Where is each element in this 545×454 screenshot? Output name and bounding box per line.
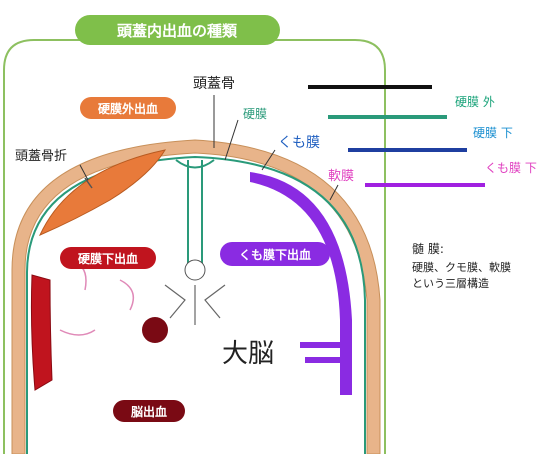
- legend-label-subarachnoid: くも膜 下: [485, 161, 537, 175]
- leader-fracture: [79, 164, 89, 181]
- ventricle: [184, 259, 206, 281]
- falx: [187, 160, 203, 265]
- note-line-2: 硬膜、クモ膜、軟膜: [412, 260, 511, 274]
- subarachnoid-band: [250, 172, 352, 395]
- epidural-label: 硬膜外出血: [98, 101, 158, 116]
- intracerebral-label: 脳出血: [131, 404, 167, 419]
- arachnoid-label: くも膜: [278, 135, 320, 151]
- pia-label: 軟膜: [328, 168, 354, 184]
- legend-label-subdural: 硬膜 下: [473, 126, 513, 140]
- dura-line: [26, 155, 366, 454]
- ventricle-lines: [164, 284, 226, 325]
- intracerebral-pill: [113, 400, 185, 422]
- skull-bone: [11, 139, 381, 454]
- intracerebral-hemorrhage: [142, 317, 168, 343]
- subdural-hematoma: [30, 274, 53, 391]
- epidural-hematoma: [38, 149, 167, 236]
- brain-label: 大脳: [222, 339, 274, 369]
- subarachnoid-sulcus: [300, 342, 340, 363]
- dura-label: 硬膜: [243, 107, 267, 121]
- legend-label-epidural: 硬膜 外: [455, 95, 495, 109]
- title-pill: [75, 15, 280, 45]
- subdural-pill: [60, 247, 156, 269]
- pia-sulci-left: [59, 259, 135, 336]
- fracture-label: 頭蓋骨折: [15, 149, 67, 164]
- subarachnoid-pill: [220, 242, 330, 266]
- note-line-1: 髄 膜:: [412, 241, 444, 256]
- leader-dura: [224, 119, 239, 161]
- note-line-3: という三層構造: [412, 276, 489, 290]
- subarachnoid-label: くも膜下出血: [239, 247, 311, 262]
- epidural-pill: [80, 97, 176, 119]
- leader-pia: [329, 184, 339, 201]
- skull-label: 頭蓋骨: [193, 76, 235, 92]
- subdural-label: 硬膜下出血: [78, 251, 138, 266]
- title-text: 頭蓋内出血の種類: [117, 22, 238, 40]
- fracture-mark: [84, 177, 93, 189]
- falx-sinus: [175, 159, 215, 169]
- leader-arachnoid: [261, 149, 276, 171]
